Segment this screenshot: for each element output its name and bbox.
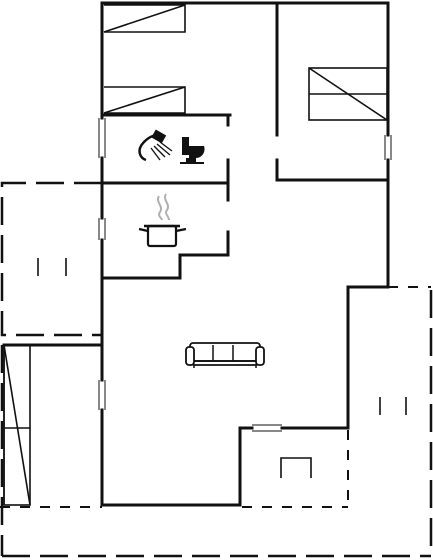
entrance-mat — [280, 457, 312, 478]
bed-icon — [3, 344, 31, 506]
terrace-boundary — [0, 181, 433, 558]
toilet-icon — [180, 137, 205, 164]
terrace-markers — [37, 258, 407, 415]
walls — [2, 1, 390, 507]
bed-icon — [103, 4, 186, 114]
bunk-bed-icon — [308, 67, 388, 121]
cooking-pot-icon — [138, 193, 187, 248]
sofa-icon — [185, 342, 265, 368]
windows — [98, 118, 392, 432]
shower-icon — [138, 129, 173, 162]
